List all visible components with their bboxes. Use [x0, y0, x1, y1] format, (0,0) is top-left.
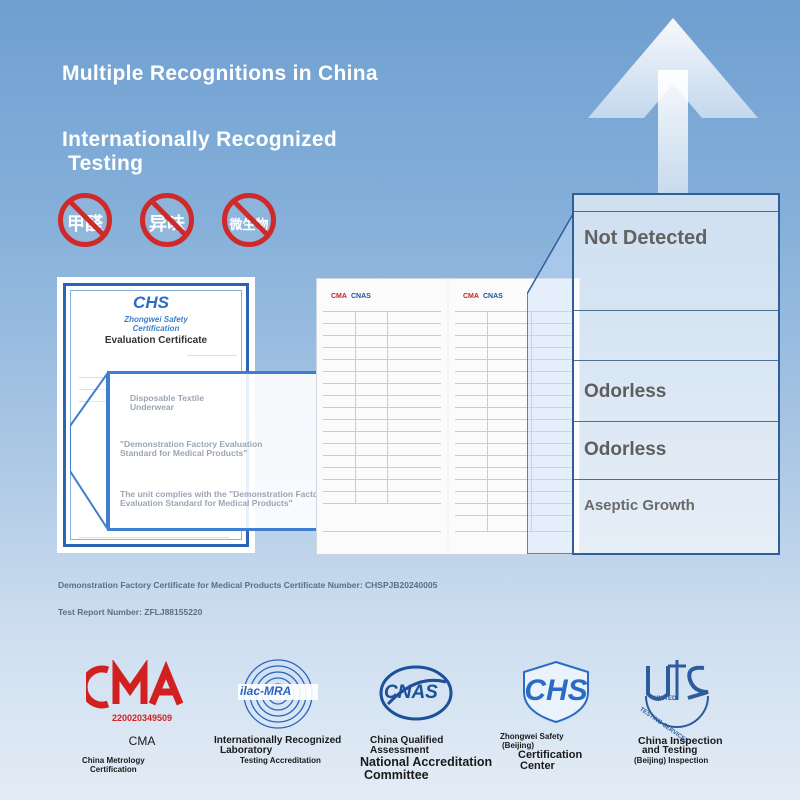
- cma-name-1: China Metrology: [82, 756, 145, 765]
- up-arrow-graphic: [588, 18, 758, 195]
- result-formaldehyde: Not Detected: [584, 227, 708, 249]
- test-report: CMA CNAS CMA CNAS: [316, 278, 580, 555]
- overlay-standard: "Demonstration Factory Evaluation Standa…: [120, 439, 263, 458]
- ilac-name-1: Internationally Recognized: [214, 735, 342, 746]
- overlay-product: Disposable Textile Underwear: [130, 393, 205, 412]
- cma-name-2: Certification: [90, 765, 137, 774]
- cma-logo-block: 220020349509 CMA China Metrology Certifi…: [80, 658, 198, 776]
- chs-logo: CHS: [133, 293, 169, 312]
- ilac-name-3: Testing Accreditation: [240, 756, 321, 765]
- cma-label: CMA: [128, 734, 156, 748]
- report-page-1: CMA CNAS: [317, 279, 447, 554]
- certificate-brand-2: Certification: [132, 324, 180, 333]
- ilac-mark: ilac-MRA: [240, 684, 292, 698]
- ilac-name-2: Laboratory: [220, 745, 273, 756]
- chs-name-1: Zhongwei Safety: [500, 732, 564, 741]
- cnas-logo-block: CNAS China Qualified Assessment National…: [360, 664, 500, 784]
- chs-name-2: (Beijing): [502, 741, 534, 750]
- headline-international: Internationally Recognized: [62, 128, 338, 151]
- uts-name-3: (Beijing) Inspection: [634, 756, 709, 765]
- uts-logo-block: UNITED TESTING SERVICES China Inspection…: [630, 656, 770, 776]
- chs-name-3: Certification: [518, 749, 583, 761]
- chs-logo-block: CHS Zhongwei Safety (Beijing) Certificat…: [500, 660, 610, 780]
- result-table: Not Detected Odorless Odorless Aseptic G…: [572, 193, 780, 555]
- report-number-caption: Test Report Number: ZFLJ88155220: [58, 607, 203, 617]
- cnas-logo: [379, 665, 453, 721]
- cnas-mini-logo: CNAS: [351, 293, 371, 300]
- certificate-zoom-connector: [70, 371, 108, 531]
- report-page-2: CMA CNAS: [449, 279, 579, 554]
- certificate-number-caption: Demonstration Factory Certificate for Me…: [58, 580, 438, 590]
- report-zoom-connector: [527, 214, 573, 554]
- certificate-brand: Zhongwei Safety: [124, 315, 188, 324]
- uts-scale-logo: [645, 660, 709, 728]
- uts-mark-1: UNITED: [654, 696, 677, 702]
- overlay-complies: The unit complies with the "Demonstratio…: [120, 489, 327, 508]
- cma-number: 220020349509: [111, 713, 173, 723]
- chs-name-4: Center: [520, 760, 555, 772]
- cnas-mini-logo-2: CNAS: [483, 293, 503, 300]
- no-formaldehyde-icon: 甲醛: [58, 193, 112, 247]
- cma-mini-logo: CMA: [331, 293, 347, 300]
- cnas-name-1: China Qualified: [370, 735, 444, 746]
- chs-shield-logo: [523, 660, 589, 724]
- certificate-title: Evaluation Certificate: [104, 335, 208, 346]
- ilac-logo-block: ilac-MRA Internationally Recognized Labo…: [214, 656, 374, 776]
- no-microbe-icon: 微生物: [222, 193, 276, 247]
- cnas-mark: CNAS: [384, 682, 438, 703]
- headline-testing: Testing: [68, 152, 144, 175]
- cnas-name-3: National Accreditation: [360, 755, 493, 769]
- cma-logo: [80, 658, 184, 709]
- headline-recognitions: Multiple Recognitions in China: [62, 62, 378, 85]
- no-odor-icon: 异味: [140, 193, 194, 247]
- ilac-logo: [238, 659, 318, 729]
- cnas-name-2: Assessment: [370, 745, 429, 756]
- result-microbe: Aseptic Growth: [584, 497, 695, 514]
- result-odor-1: Odorless: [584, 381, 667, 402]
- cnas-name-4: Committee: [364, 768, 429, 782]
- uts-name-1: China Inspection: [638, 735, 723, 747]
- chs-mark: CHS: [524, 674, 588, 707]
- result-odor-2: Odorless: [584, 439, 667, 460]
- uts-name-2: and Testing: [642, 745, 698, 756]
- cma-mini-logo-2: CMA: [463, 293, 479, 300]
